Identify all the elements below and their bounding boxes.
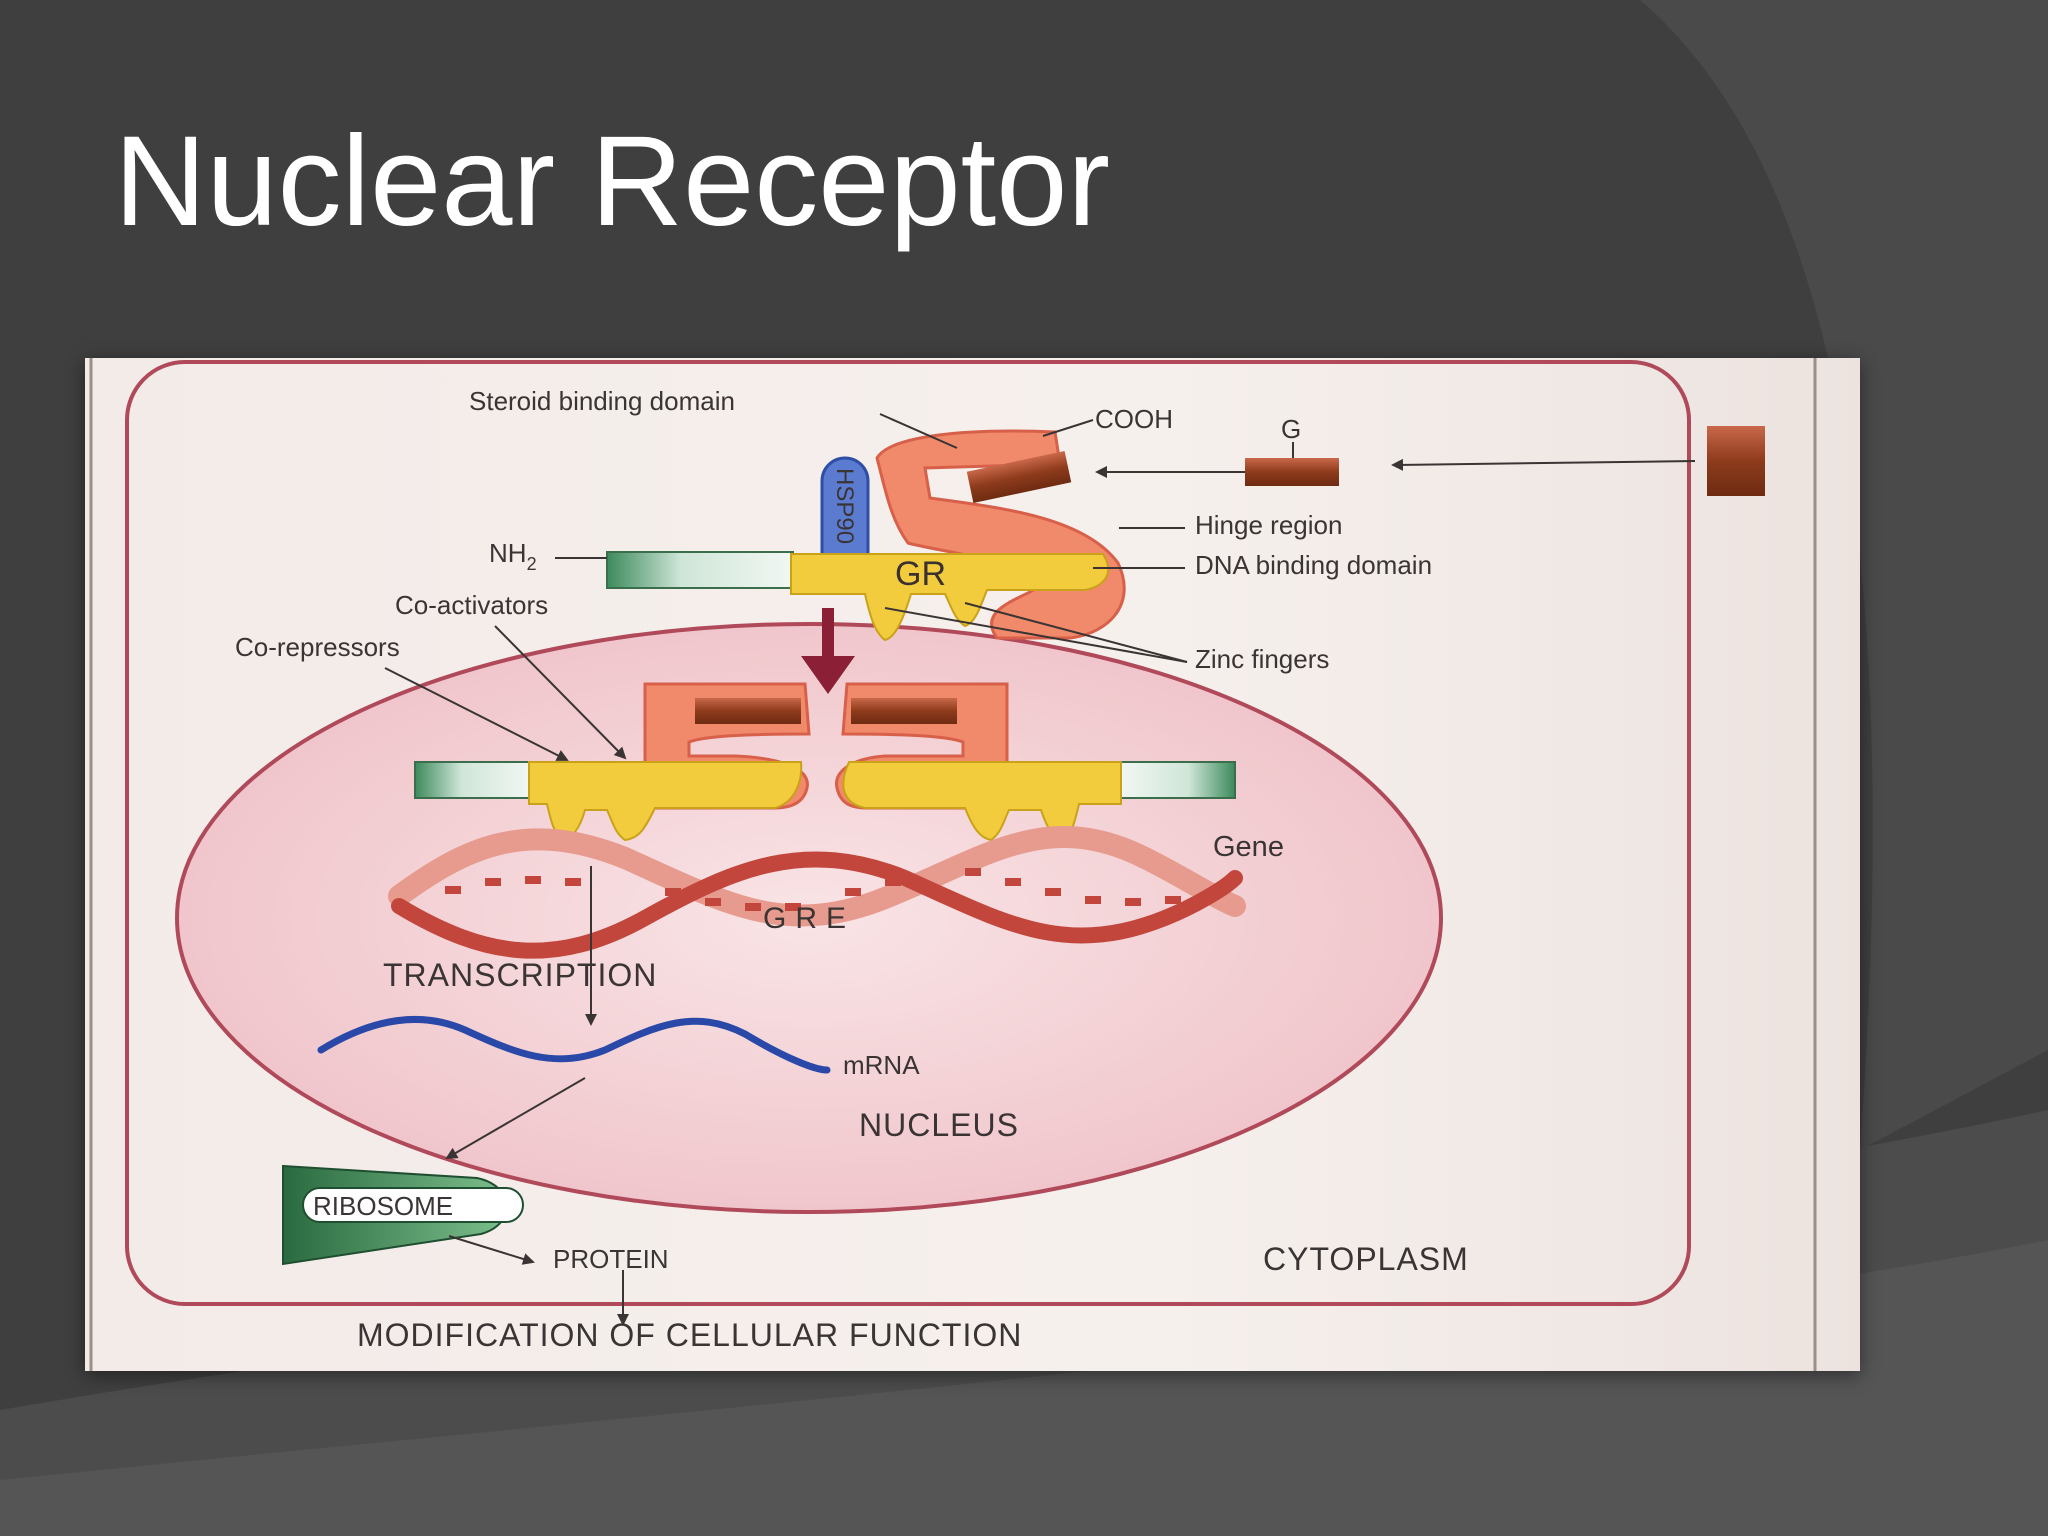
translocation-arrow [801,608,855,694]
dimer-left-n-terminal [414,761,532,799]
gene-label: Gene [1213,831,1284,863]
co-activators-label: Co-activators [395,590,548,620]
ribosome-to-protein-arrow [448,1235,535,1265]
mrna-label: mRNA [843,1050,920,1080]
dna-double-helix [388,826,1246,959]
hsp90-protein: HSP90 [820,456,870,578]
cytoplasm-label: CYTOPLASM [1263,1241,1469,1277]
steroid-binding-domain-label: Steroid binding domain [469,386,735,416]
g-label: G [1281,414,1301,444]
gre-label: GRE [763,902,855,935]
co-repressors-label: Co-repressors [235,632,400,662]
nh2-label: NH2 [489,538,537,574]
hormone-outside-cell [1707,426,1765,496]
modification-label: MODIFICATION OF CELLULAR FUNCTION [357,1317,1022,1353]
dna-binding-domain-label: DNA binding domain [1195,550,1432,580]
free-hormone-g [1245,458,1339,486]
zinc-fingers-label: Zinc fingers [1195,644,1329,674]
hinge-region-label: Hinge region [1195,510,1342,540]
nuclear-receptor-diagram: HSP90 GR Steroid binding domain COOH G H… [85,358,1860,1371]
nucleus-label: NUCLEUS [859,1107,1019,1143]
gr-label: GR [895,555,946,593]
protein-label: PROTEIN [553,1244,669,1274]
translation-arrow [445,1077,586,1160]
n-terminal-domain [606,551,794,589]
hormone-entry-arrow [1391,458,1696,471]
dimer-right-n-terminal [1118,761,1236,799]
slide-title: Nuclear Receptor [114,110,1110,253]
dna-binding-domain-shape [790,553,1110,642]
cell-membrane [125,360,1691,1306]
svg-text:HSP90: HSP90 [831,468,858,544]
mrna-strand [317,1015,831,1074]
svg-text:RIBOSOME: RIBOSOME [313,1191,453,1221]
diagram-photo: HSP90 GR Steroid binding domain COOH G H… [85,358,1860,1371]
bound-hormone [966,450,1072,504]
transcription-label: TRANSCRIPTION [383,957,657,993]
ribosome: RIBOSOME [282,1164,524,1266]
cooh-label: COOH [1095,404,1173,434]
